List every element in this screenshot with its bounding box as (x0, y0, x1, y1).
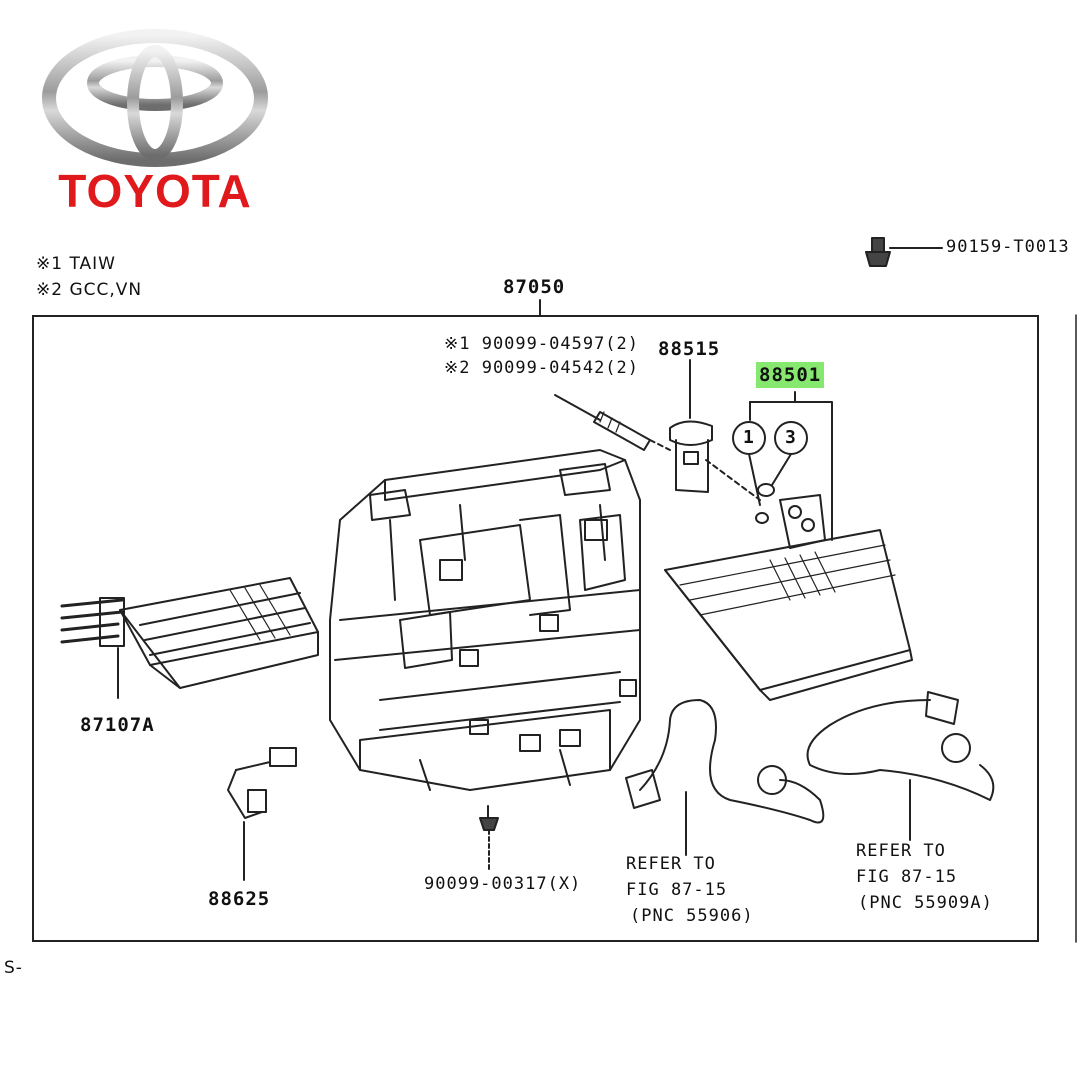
callout-3-label: 3 (785, 427, 797, 448)
note-taiw: ※1 TAIW (36, 254, 116, 274)
hvac-case-drawing (329, 449, 641, 791)
ref-1-line2: FIG 87-15 (626, 880, 728, 900)
valve-label: 88515 (658, 338, 721, 360)
callout-1-label: 1 (743, 427, 755, 448)
heater-core-drawing (60, 577, 319, 699)
thermistor-drawing (227, 747, 297, 881)
clip-drawing (479, 805, 499, 873)
assembly-label: 87050 (503, 276, 566, 298)
ref-1-line3: (PNC 55906) (630, 906, 754, 926)
screw-2-label: ※2 90099-04542(2) (444, 358, 640, 378)
ref-2-line2: FIG 87-15 (856, 867, 958, 887)
ref-1-line1: REFER TO (626, 854, 716, 874)
note-gcc-vn: ※2 GCC,VN (36, 280, 143, 300)
evaporator-drawing (664, 494, 913, 701)
heater-core-label: 87107A (80, 714, 155, 736)
toyota-logo: TOYOTA (40, 28, 280, 218)
bolt-icon (865, 237, 943, 267)
wire-harness-2-drawing (806, 691, 995, 841)
footer-mark: S- (4, 958, 23, 978)
screw-drawing (554, 394, 671, 451)
ref-2-line3: (PNC 55909A) (858, 893, 993, 913)
expansion-valve-drawing (669, 359, 761, 501)
assembly-frame (32, 315, 1039, 942)
ref-2-line1: REFER TO (856, 841, 946, 861)
bolt-label: 90159-T0013 (946, 237, 1070, 257)
clip-label: 90099-00317(X) (424, 874, 582, 894)
brand-wordmark: TOYOTA (58, 165, 252, 217)
evaporator-label: 88501 (756, 362, 825, 388)
wire-harness-1-drawing (625, 699, 825, 856)
toyota-emblem-icon (42, 29, 268, 167)
evaporator-callouts (732, 391, 833, 541)
screw-1-label: ※1 90099-04597(2) (444, 334, 640, 354)
thermistor-label: 88625 (208, 888, 271, 910)
